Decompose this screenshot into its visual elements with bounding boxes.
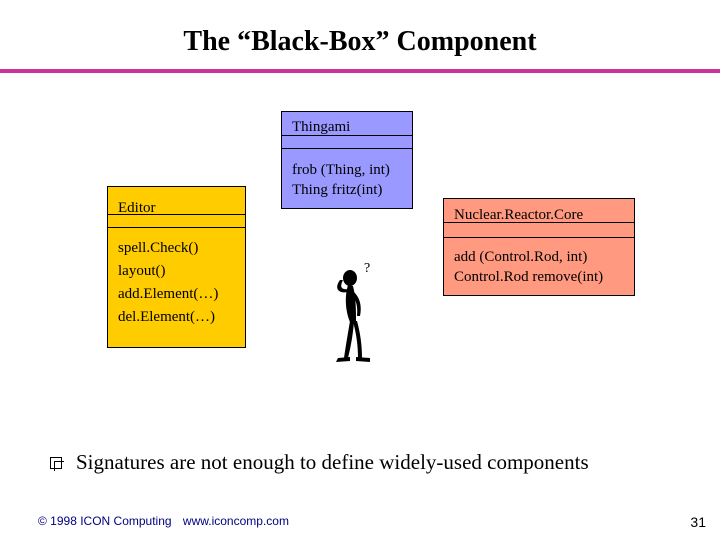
reactor-class-name: Nuclear.Reactor.Core bbox=[444, 199, 634, 223]
figure-head bbox=[343, 270, 357, 286]
editor-class-box: Editor spell.Check() layout() add.Elemen… bbox=[107, 186, 246, 348]
editor-operations: spell.Check() layout() add.Element(…) de… bbox=[108, 237, 245, 329]
reactor-class-box: Nuclear.Reactor.Core add (Control.Rod, i… bbox=[443, 198, 635, 296]
slide-title: The “Black-Box” Component bbox=[183, 26, 537, 57]
bullet-point-text: Signatures are not enough to define wide… bbox=[76, 450, 589, 474]
question-mark: ? bbox=[364, 261, 370, 276]
figure-foot-right bbox=[356, 357, 370, 362]
thingami-operation: frob (Thing, int) bbox=[292, 162, 390, 178]
reactor-attributes-compartment bbox=[444, 223, 634, 238]
title-divider bbox=[0, 69, 720, 73]
thingami-class-name: Thingami bbox=[282, 112, 412, 136]
bullet-square-icon bbox=[50, 457, 64, 471]
editor-attributes-compartment bbox=[108, 215, 245, 228]
reactor-operation: add (Control.Rod, int) bbox=[454, 249, 588, 265]
figure-arm-down bbox=[352, 292, 361, 316]
thingami-operations: frob (Thing, int) Thing fritz(int) bbox=[282, 160, 412, 200]
thingami-attributes-compartment bbox=[282, 136, 412, 149]
editor-operation: del.Element(…) bbox=[118, 309, 216, 325]
figure-foot-left bbox=[336, 357, 350, 362]
reactor-operation: Control.Rod remove(int) bbox=[454, 269, 604, 285]
editor-class-name: Editor bbox=[108, 187, 245, 216]
footer-url: www.iconcomp.com bbox=[182, 514, 289, 528]
figure-leg-right bbox=[353, 321, 362, 358]
footer-copyright: © 1998 ICON Computing bbox=[38, 514, 172, 528]
figure-leg-left bbox=[344, 321, 354, 358]
thingami-operation: Thing fritz(int) bbox=[292, 182, 383, 198]
editor-operation: spell.Check() bbox=[118, 240, 199, 256]
thingami-class-box: Thingami frob (Thing, int) Thing fritz(i… bbox=[281, 111, 413, 209]
editor-operation: layout() bbox=[118, 263, 166, 279]
editor-operation: add.Element(…) bbox=[118, 286, 219, 302]
figure-arm-raised bbox=[337, 280, 350, 293]
page-number: 31 bbox=[690, 514, 706, 530]
slide-footer: © 1998 ICON Computing www.iconcomp.com bbox=[38, 514, 289, 528]
reactor-operations: add (Control.Rod, int) Control.Rod remov… bbox=[444, 247, 634, 287]
thinking-person-figure: ? bbox=[336, 261, 370, 362]
